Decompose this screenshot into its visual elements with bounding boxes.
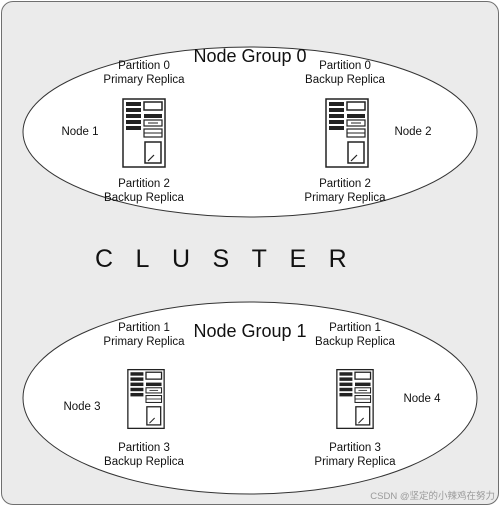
node-group-0-title: Node Group 0 [193,46,307,66]
server-icon [325,98,369,168]
node-2-bottom-replica-label: Partition 2 Primary Replica [295,177,395,205]
partition-label: Partition 2 [118,178,170,190]
node-1-top-replica-label: Partition 0 Primary Replica [94,59,194,87]
node-3-bottom-replica-label: Partition 3 Backup Replica [94,441,194,469]
server-icon [127,368,165,430]
cluster-label: CLUSTER [95,245,370,273]
partition-label: Partition 1 [118,322,170,334]
node-group-1-title: Node Group 1 [193,321,307,341]
node-2-top-replica-label: Partition 0 Backup Replica [295,59,395,87]
partition-label: Partition 3 [118,442,170,454]
node-3-label: Node 3 [63,401,101,413]
node-3-top-replica-label: Partition 1 Primary Replica [94,321,194,349]
partition-label: Partition 0 [118,60,170,72]
partition-label: Partition 3 [329,442,381,454]
node-1-label: Node 1 [61,126,99,138]
node-group-1-ellipse [22,301,478,495]
replica-label: Primary Replica [304,192,386,204]
replica-label: Backup Replica [305,74,385,86]
replica-label: Primary Replica [103,74,185,86]
replica-label: Backup Replica [315,336,395,348]
replica-label: Backup Replica [104,456,184,468]
node-4-bottom-replica-label: Partition 3 Primary Replica [305,441,405,469]
partition-label: Partition 0 [319,60,371,72]
watermark: CSDN @坚定的小辣鸡在努力 [370,491,495,502]
node-group-0-ellipse [22,46,478,218]
partition-label: Partition 2 [319,178,371,190]
replica-label: Primary Replica [314,456,396,468]
server-icon [122,98,166,168]
replica-label: Primary Replica [103,336,185,348]
replica-label: Backup Replica [104,192,184,204]
node-1-bottom-replica-label: Partition 2 Backup Replica [94,177,194,205]
server-icon [336,368,374,430]
node-4-label: Node 4 [403,393,441,405]
node-2-label: Node 2 [394,126,432,138]
node-4-top-replica-label: Partition 1 Backup Replica [305,321,405,349]
partition-label: Partition 1 [329,322,381,334]
